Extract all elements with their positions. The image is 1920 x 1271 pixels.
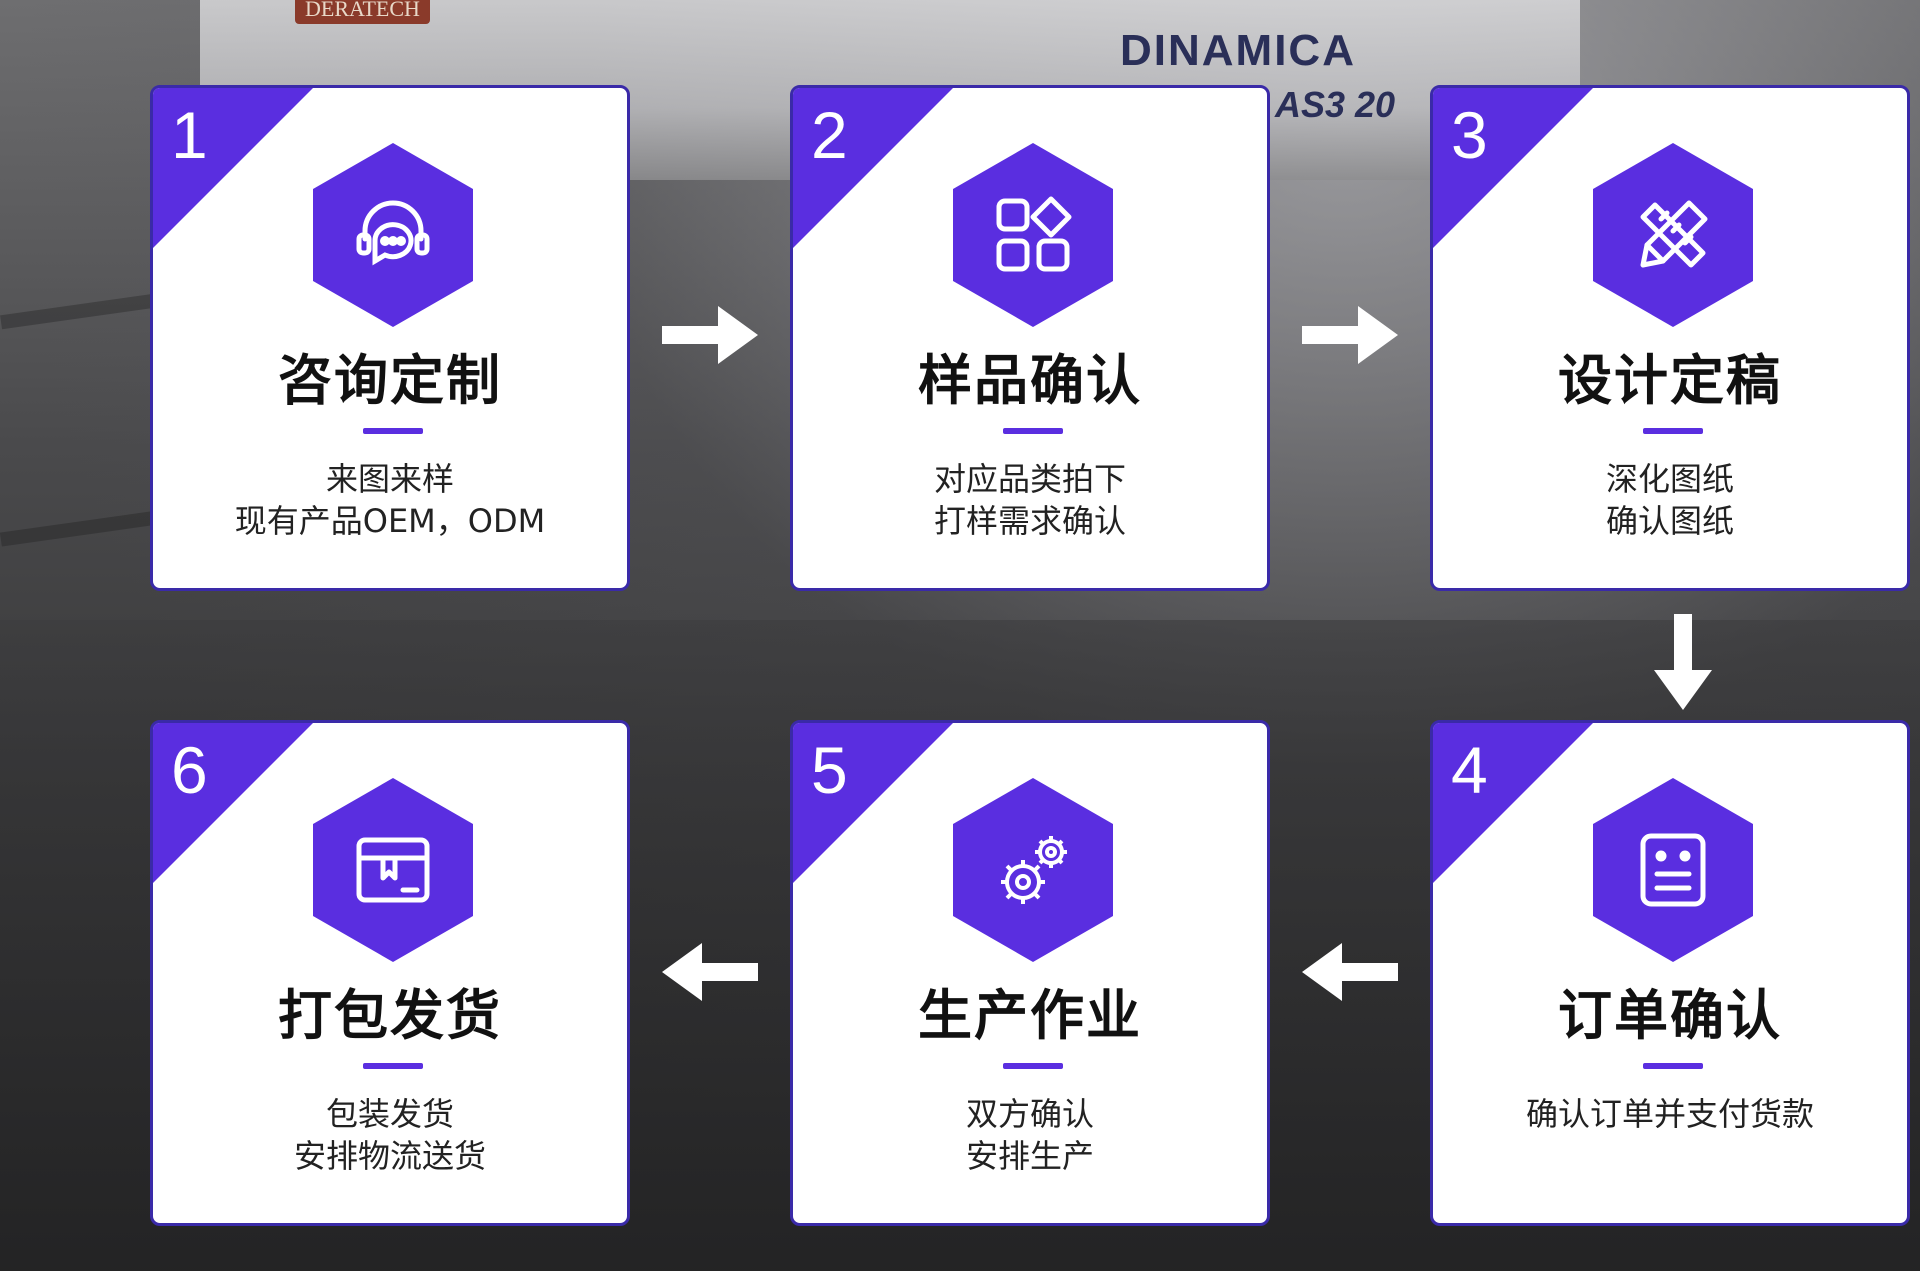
step-number: 5 <box>811 733 848 807</box>
pencil-ruler-icon <box>1640 200 1708 268</box>
step-description: 深化图纸 确认图纸 <box>1433 458 1907 542</box>
arrow-right-icon <box>662 306 758 364</box>
description-line: 现有产品OEM，ODM <box>234 502 546 540</box>
title-underline <box>1643 1063 1703 1069</box>
step-title: 样品确认 <box>918 349 1142 412</box>
headset-chat-icon <box>356 200 430 266</box>
step-number: 6 <box>171 733 208 807</box>
step-description: 双方确认 安排生产 <box>793 1093 1267 1177</box>
title-underline <box>1643 428 1703 434</box>
arrow-right-icon <box>1302 306 1398 364</box>
step-title: 咨询定制 <box>278 349 502 412</box>
corner-triangle <box>153 723 313 883</box>
background-brand-machine: DINAMICA <box>1120 26 1356 75</box>
step-description: 来图来样 现有产品OEM，ODM <box>153 458 627 542</box>
description-line: 安排物流送货 <box>293 1137 486 1175</box>
description-line: 对应品类拍下 <box>933 460 1126 498</box>
step-title: 生产作业 <box>918 984 1142 1047</box>
step-number: 1 <box>171 98 208 172</box>
description-line: 打样需求确认 <box>933 502 1126 540</box>
step-card-4: 4 订单确认 确认订单并支付货款 <box>1430 720 1910 1226</box>
corner-triangle <box>793 88 953 248</box>
corner-triangle <box>1433 88 1593 248</box>
step-card-2: 2 样品确认 对应品类拍下 打样需求确认 <box>790 85 1270 591</box>
description-line: 双方确认 <box>965 1095 1094 1133</box>
package-box-icon <box>356 837 430 903</box>
title-underline <box>363 1063 423 1069</box>
step-description: 对应品类拍下 打样需求确认 <box>793 458 1267 542</box>
arrow-down-icon <box>1654 614 1712 710</box>
step-icon-hexagon <box>953 143 1113 327</box>
step-number: 3 <box>1451 98 1488 172</box>
step-card-1: 1 咨询定制 来图来样 现有产品OEM，ODM <box>150 85 630 591</box>
background-brand-sign: DERATECH <box>295 0 430 24</box>
corner-triangle <box>153 88 313 248</box>
description-line: 确认图纸 <box>1605 502 1734 540</box>
order-document-icon <box>1640 833 1706 907</box>
title-underline <box>1003 428 1063 434</box>
step-icon-hexagon <box>1593 143 1753 327</box>
step-title: 打包发货 <box>278 984 502 1047</box>
description-line: 包装发货 <box>325 1095 454 1133</box>
corner-triangle <box>793 723 953 883</box>
description-line: 深化图纸 <box>1605 460 1734 498</box>
step-number: 4 <box>1451 733 1488 807</box>
description-line: 确认订单并支付货款 <box>1525 1095 1814 1133</box>
step-card-5: 5 生产作业 双方确认 安排生产 <box>790 720 1270 1226</box>
arrow-left-icon <box>1302 943 1398 1001</box>
description-line: 来图来样 <box>325 460 454 498</box>
background-brand-model: AS3 20 <box>1275 84 1396 125</box>
arrow-left-icon <box>662 943 758 1001</box>
step-description: 包装发货 安排物流送货 <box>153 1093 627 1177</box>
title-underline <box>1003 1063 1063 1069</box>
step-icon-hexagon <box>313 143 473 327</box>
description-line: 安排生产 <box>965 1137 1094 1175</box>
gears-icon <box>1001 836 1067 904</box>
step-title: 设计定稿 <box>1558 349 1782 412</box>
title-underline <box>363 428 423 434</box>
step-icon-hexagon <box>1593 778 1753 962</box>
corner-triangle <box>1433 723 1593 883</box>
step-description: 确认订单并支付货款 <box>1433 1093 1907 1135</box>
step-card-6: 6 打包发货 包装发货 安排物流送货 <box>150 720 630 1226</box>
step-icon-hexagon <box>953 778 1113 962</box>
step-number: 2 <box>811 98 848 172</box>
step-card-3: 3 设计定稿 深化图纸 确认图纸 <box>1430 85 1910 591</box>
apps-grid-icon <box>996 196 1072 272</box>
step-title: 订单确认 <box>1558 984 1782 1047</box>
step-icon-hexagon <box>313 778 473 962</box>
